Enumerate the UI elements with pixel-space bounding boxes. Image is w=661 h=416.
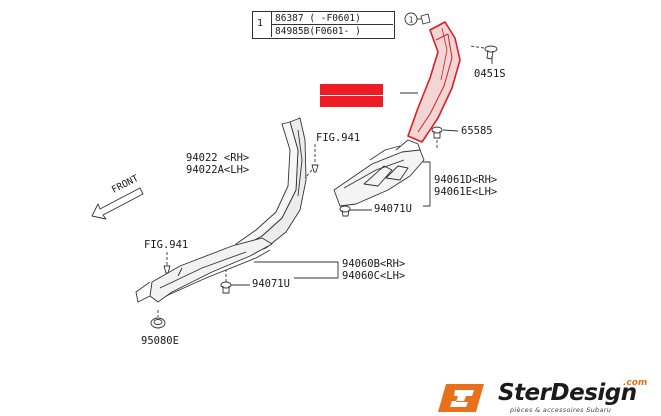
brand-domain: .com	[623, 378, 648, 388]
label-94023-lh: 94023A<LH>	[320, 95, 384, 107]
label-94061-lh: 94061E<LH>	[434, 186, 498, 198]
legend-row-2: 84985B(F0601- )	[275, 26, 361, 37]
label-95080e: 95080E	[141, 335, 179, 347]
inner-side-trim	[333, 139, 425, 207]
clip-94071u-lower-icon	[220, 270, 250, 294]
label-94022-rh: 94022 <RH>	[186, 152, 250, 164]
label-fig941-upper: FIG.941	[316, 132, 361, 144]
clip-94071u-upper-icon	[339, 205, 372, 217]
label-94060-lh: 94060C<LH>	[342, 270, 406, 282]
bracket-94060	[254, 261, 339, 279]
label-65585: 65585	[461, 125, 493, 137]
screw-0451s-icon	[469, 45, 498, 64]
label-94071u-upper: 94071U	[374, 203, 412, 215]
label-94022-lh: 94022A<LH>	[186, 164, 250, 176]
logo-emblem-icon	[438, 384, 484, 412]
bracket-94061	[423, 161, 431, 207]
label-94071u-lower: 94071U	[252, 278, 290, 290]
grommet-95080e-icon	[150, 310, 166, 329]
legend-index: 1	[257, 18, 264, 29]
legend-row-divider	[271, 24, 393, 25]
label-0451s: 0451S	[474, 68, 506, 80]
clip-65585-icon	[431, 126, 459, 150]
label-94023-rh: 94023 <RH>	[320, 83, 384, 95]
upper-pillar-trim	[407, 21, 461, 143]
sill-trim	[135, 237, 273, 303]
label-94060-rh: 94060B<RH>	[342, 258, 406, 270]
brand-name: SterDesign	[498, 380, 637, 406]
front-arrow-icon	[91, 187, 144, 220]
fig941-upper-ref	[304, 144, 319, 179]
legend-row-1: 86387 ( -F0601)	[275, 13, 361, 24]
label-94061-rh: 94061D<RH>	[434, 174, 498, 186]
brand-tagline: pièces & accessoires Subaru	[510, 406, 612, 414]
svg-text:1: 1	[409, 16, 414, 25]
fig941-lower-ref	[163, 252, 171, 274]
brand-logo: SterDesign .com pièces & accessoires Sub…	[440, 378, 661, 416]
b-pillar-trim	[235, 117, 307, 259]
label-fig941-lower: FIG.941	[144, 239, 189, 251]
clip-top-icon: 1	[404, 12, 431, 26]
legend-box	[252, 11, 395, 39]
